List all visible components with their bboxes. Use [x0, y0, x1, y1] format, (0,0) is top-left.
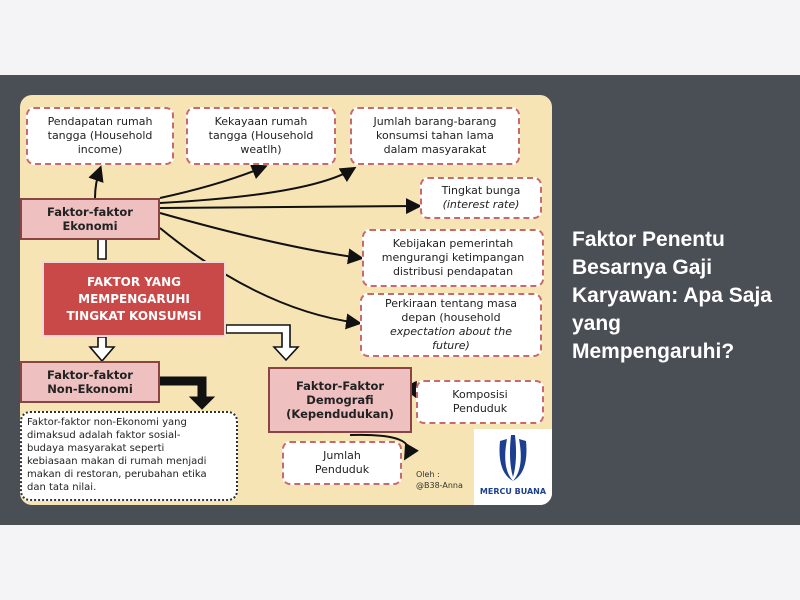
- arrow-to-komposisi: [402, 380, 417, 399]
- block-arrow-center-to-demografi: [225, 324, 300, 362]
- arrow-to-kekayaan: [159, 164, 268, 199]
- mercu-buana-logo: MERCU BUANA: [474, 429, 552, 505]
- arrow-to-perkiraan: [159, 227, 362, 330]
- bunga-box: Tingkat bunga(interest rate): [420, 177, 542, 219]
- arrow-to-jumlah-barang: [159, 166, 357, 204]
- arrow-to-kebijakan: [159, 212, 364, 265]
- author-credit: Oleh : @B38-Anna: [416, 470, 463, 490]
- arrow-to-jumlah-penduduk: [349, 433, 419, 461]
- university-emblem-icon: [499, 435, 527, 481]
- block-arrow-center-to-non-ekonomi: [88, 336, 116, 363]
- non-ekonomi-note: Faktor-faktor non-Ekonomi yang dimaksud …: [20, 411, 238, 501]
- article-headline[interactable]: Faktor Penentu Besarnya Gaji Karyawan: A…: [572, 228, 772, 363]
- block-arrow-non-ekonomi-to-note: [159, 376, 216, 410]
- arrow-to-bunga: [159, 198, 422, 215]
- logo-text: MERCU BUANA: [479, 487, 547, 496]
- arrow-to-pendapatan: [88, 165, 104, 199]
